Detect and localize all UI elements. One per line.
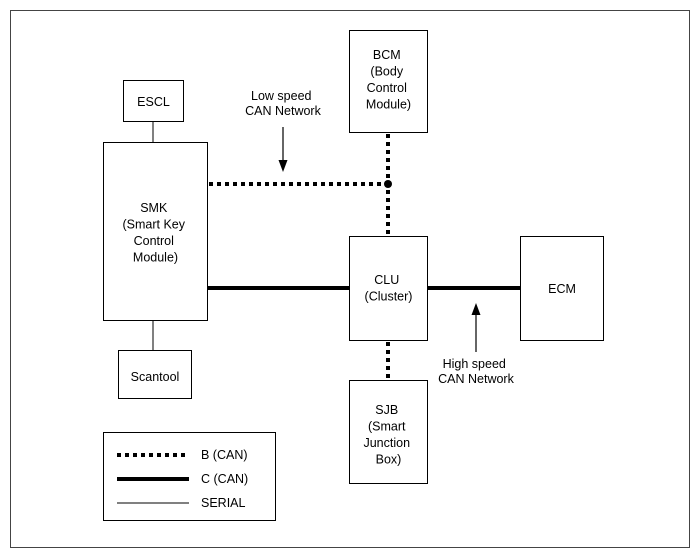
module-ecm-line: ECM — [548, 282, 576, 296]
module-scantool-label: Scantool — [131, 370, 180, 384]
module-escl-box — [123, 80, 184, 122]
annotation-low-speed-line: CAN Network — [245, 104, 321, 118]
arrowhead-up-icon — [471, 303, 481, 315]
module-scantool-line: Scantool — [131, 370, 180, 384]
annotation-low-speed: Low speed CAN Network — [245, 89, 322, 172]
module-smk-box — [103, 142, 208, 321]
module-escl-label: ESCL — [137, 95, 170, 109]
arrowhead-down-icon — [278, 160, 288, 172]
module-ecm-label: ECM — [548, 282, 576, 296]
module-smk-line: (Smart Key — [123, 218, 186, 232]
module-bcm-line: Module) — [366, 98, 411, 112]
legend-box — [103, 432, 276, 521]
module-sjb-line: (Smart — [368, 420, 406, 434]
module-scantool: Scantool — [118, 350, 192, 399]
module-bcm-box — [349, 30, 428, 133]
legend-label-ccan: C (CAN) — [201, 472, 248, 486]
bcan-junction-dot — [384, 180, 392, 188]
module-sjb-label: SJB (Smart Junction Box) — [363, 403, 413, 467]
module-bcm: BCM (Body Control Module) — [349, 30, 428, 133]
module-ecm-box — [520, 236, 604, 341]
module-smk: SMK (Smart Key Control Module) — [103, 142, 208, 321]
module-clu-label: CLU (Cluster) — [365, 273, 413, 304]
module-smk-line: Control — [134, 234, 174, 248]
annotation-low-speed-line: Low speed — [251, 89, 312, 103]
module-clu-box — [349, 236, 428, 341]
module-bcm-line: BCM — [373, 48, 401, 62]
module-smk-label: SMK (Smart Key Control Module) — [123, 201, 189, 265]
module-scantool-box — [118, 350, 192, 399]
module-smk-line: SMK — [140, 201, 168, 215]
module-sjb-line: Junction — [363, 436, 410, 450]
module-clu-line: CLU — [374, 273, 399, 287]
module-smk-line: Module) — [133, 251, 178, 265]
legend-label-serial: SERIAL — [201, 496, 246, 510]
module-clu: CLU (Cluster) — [349, 236, 428, 341]
module-sjb-line: Box) — [376, 453, 402, 467]
module-escl: ESCL — [123, 80, 184, 122]
annotation-high-speed-line: High speed — [443, 357, 506, 371]
module-sjb-line: SJB — [375, 403, 398, 417]
legend: B (CAN) C (CAN) SERIAL — [103, 432, 276, 521]
module-escl-line: ESCL — [137, 95, 170, 109]
legend-label-bcan: B (CAN) — [201, 448, 248, 462]
annotation-high-speed-line: CAN Network — [438, 372, 514, 386]
module-bcm-label: BCM (Body Control Module) — [366, 48, 411, 112]
module-ecm: ECM — [520, 236, 604, 341]
annotation-high-speed-label: High speed CAN Network — [438, 357, 514, 386]
annotation-low-speed-label: Low speed CAN Network — [245, 89, 321, 118]
module-clu-line: (Cluster) — [365, 290, 413, 304]
module-sjb-box — [349, 380, 428, 484]
annotation-high-speed: High speed CAN Network — [438, 303, 515, 386]
module-sjb: SJB (Smart Junction Box) — [349, 380, 428, 484]
module-bcm-line: Control — [367, 81, 407, 95]
module-bcm-line: (Body — [370, 65, 403, 79]
